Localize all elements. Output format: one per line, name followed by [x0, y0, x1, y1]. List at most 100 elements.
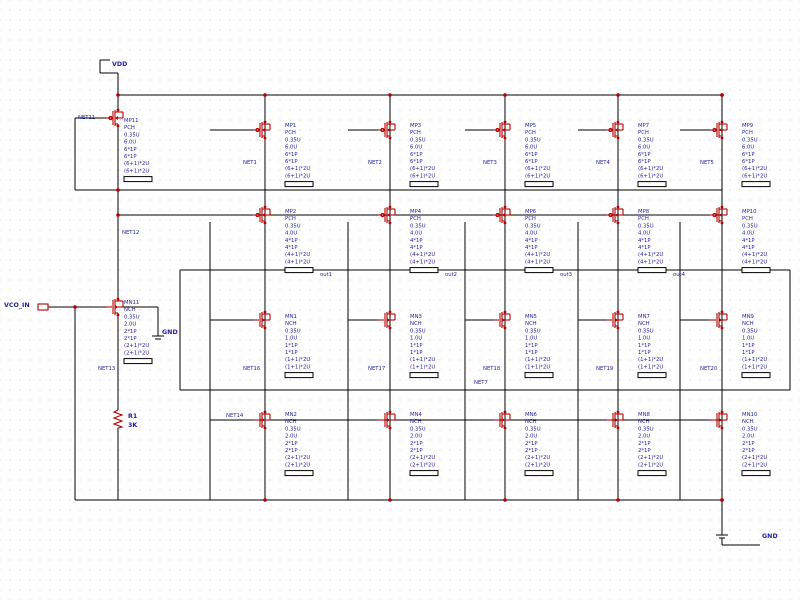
mn7-label-line: 1.0U — [638, 336, 650, 342]
mp11-label-line: 6*1P — [124, 147, 137, 153]
mp11-label-line: MP11 — [124, 118, 139, 124]
resistor-r1[interactable]: R1 3K — [112, 409, 138, 429]
mp11-value-box[interactable] — [123, 176, 153, 183]
mn4-label-line: (2+1)*2U — [410, 455, 435, 461]
transistor-mp9[interactable] — [710, 120, 728, 140]
mp5-label-line: (6+1)*2U — [525, 166, 550, 172]
mp7-value-box[interactable] — [637, 181, 667, 188]
mn5-label-line: 1.0U — [525, 336, 537, 342]
junction-dot — [116, 188, 120, 192]
output-label-out4: out4 — [673, 272, 686, 278]
mp9-value-box[interactable] — [741, 181, 771, 188]
transistor-mn2[interactable] — [253, 410, 271, 430]
mn4-value-box[interactable] — [409, 470, 439, 477]
mn11-value-box[interactable] — [123, 358, 153, 365]
mn6-label-line: (2+1)*2U — [525, 455, 550, 461]
mn9-value-box[interactable] — [741, 372, 771, 379]
transistor-mp4[interactable] — [378, 205, 396, 225]
mp8-label-line: 4*1P — [638, 238, 651, 244]
transistor-mn6[interactable] — [493, 410, 511, 430]
net-label-net7: NET7 — [474, 380, 488, 386]
mp1-label-line: MP1 — [285, 123, 296, 129]
mn3-value-box[interactable] — [409, 372, 439, 379]
net-label-net19: NET19 — [596, 366, 613, 372]
transistor-mp11[interactable] — [106, 108, 124, 128]
mp3-value-box[interactable] — [409, 181, 439, 188]
mn5-label-line: (1+1)*2U — [525, 364, 550, 370]
mp8-label-line: 0.35U — [638, 223, 654, 229]
mn3-label-line: 1.0U — [410, 336, 422, 342]
mp5-label-line: 6*1P — [525, 152, 538, 158]
transistor-mn9[interactable] — [710, 310, 728, 330]
mp10-value-box[interactable] — [741, 267, 771, 274]
mn8-label-line: NCH — [638, 419, 650, 425]
transistor-mn1[interactable] — [253, 310, 271, 330]
transistor-mn3[interactable] — [378, 310, 396, 330]
transistor-mn7[interactable] — [606, 310, 624, 330]
mp8-value-box[interactable] — [637, 267, 667, 274]
mn8-label-line: 2*1P — [638, 441, 651, 447]
mp11-label-line: 6*1P — [124, 154, 137, 160]
mp10-label-line: (4+1)*2U — [742, 259, 767, 265]
transistor-mn5[interactable] — [493, 310, 511, 330]
mn10-value-box[interactable] — [741, 470, 771, 477]
mp5-value-box[interactable] — [524, 181, 554, 188]
mn7-label-line: (1+1)*2U — [638, 364, 663, 370]
gnd-bias-symbol: GND — [152, 329, 178, 340]
transistor-mp2[interactable] — [253, 205, 271, 225]
gnd-bias-label: GND — [162, 329, 178, 336]
mn8-label-line: 2*1P — [638, 448, 651, 454]
mn2-value-box[interactable] — [284, 470, 314, 477]
transistor-mn8[interactable] — [606, 410, 624, 430]
mn1-label-line: 1.0U — [285, 336, 297, 342]
mp2-value-box[interactable] — [284, 267, 314, 274]
mn8-value-box[interactable] — [637, 470, 667, 477]
mn8-label-line: 2.0U — [638, 434, 650, 440]
net-label-net1: NET1 — [243, 160, 257, 166]
transistor-mp3[interactable] — [378, 120, 396, 140]
transistor-mp7[interactable] — [606, 120, 624, 140]
mp6-value-box[interactable] — [524, 267, 554, 274]
mn5-value-box[interactable] — [524, 372, 554, 379]
mp3-label-line: MP3 — [410, 123, 421, 129]
mp3-label-line: 6*1P — [410, 159, 423, 165]
mn3-label-line: NCH — [410, 321, 422, 327]
mp10-label-line: MP10 — [742, 209, 757, 215]
mp2-label-line: (4+1)*2U — [285, 259, 310, 265]
transistor-mp8[interactable] — [606, 205, 624, 225]
mn4-label-line: (2+1)*2U — [410, 462, 435, 468]
stage-columns — [264, 95, 723, 500]
transistor-mp5[interactable] — [493, 120, 511, 140]
mp10-label-line: PCH — [742, 216, 753, 222]
mn1-label-line: 1*1P — [285, 350, 298, 356]
mp1-value-box[interactable] — [284, 181, 314, 188]
mp3-label-line: (6+1)*2U — [410, 173, 435, 179]
mp6-label-line: 4*1P — [525, 245, 538, 251]
transistor-mp10[interactable] — [710, 205, 728, 225]
transistor-mp1[interactable] — [253, 120, 271, 140]
transistor-mn11[interactable] — [106, 297, 124, 317]
mp1-label-line: 6*1P — [285, 152, 298, 158]
transistor-mn4[interactable] — [378, 410, 396, 430]
mp6-label-line: 0.35U — [525, 223, 541, 229]
mn3-label-line: 1*1P — [410, 343, 423, 349]
mn6-value-box[interactable] — [524, 470, 554, 477]
mp7-label-line: (6+1)*2U — [638, 166, 663, 172]
mp4-label-line: 0.35U — [410, 223, 426, 229]
mn6-label-line: 2*1P — [525, 441, 538, 447]
mp5-label-line: (6+1)*2U — [525, 173, 550, 179]
mp9-label-line: PCH — [742, 130, 753, 136]
transistor-mp6[interactable] — [493, 205, 511, 225]
transistor-mn10[interactable] — [710, 410, 728, 430]
mn7-value-box[interactable] — [637, 372, 667, 379]
mn1-value-box[interactable] — [284, 372, 314, 379]
mp2-label-line: 4.0U — [285, 231, 297, 237]
junction-dot — [720, 498, 724, 502]
input-port[interactable]: VCO_IN — [4, 302, 49, 311]
mp4-value-box[interactable] — [409, 267, 439, 274]
